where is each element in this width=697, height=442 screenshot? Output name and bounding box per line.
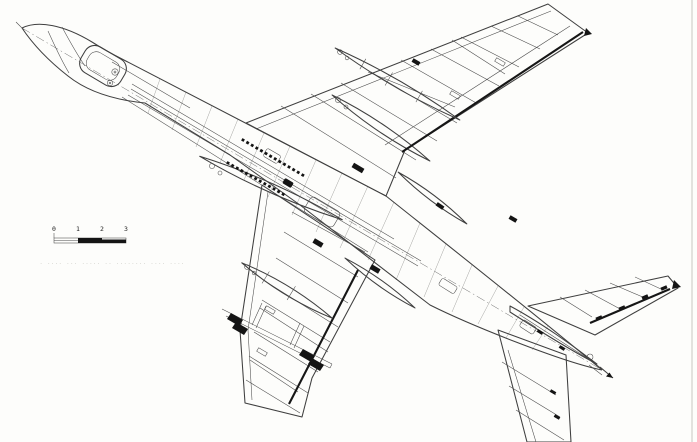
pod-nose-circle	[344, 55, 350, 61]
black-hatch-marks	[282, 58, 518, 274]
left-wing-flap-heavy-line	[288, 269, 359, 405]
left-exhaust-cone	[344, 257, 416, 309]
tailplane-hinge-mark	[595, 315, 603, 321]
wing-hatch	[494, 57, 506, 67]
tailplane-hinge-mark	[549, 389, 557, 395]
cockpit-canopy	[79, 44, 127, 88]
tail-spike-arrow	[606, 372, 613, 378]
right-wing-rib-lines	[280, 15, 559, 179]
scale-label-2: 2	[100, 225, 104, 233]
tailplane-tip-arrow	[672, 280, 681, 289]
vertical-fin-plan	[509, 305, 598, 365]
left-wing	[239, 184, 376, 418]
right-tailplane	[527, 275, 681, 336]
pod-nose-circle	[337, 49, 343, 55]
dot-row-upper	[241, 138, 305, 178]
right-nacelle-intake-circle	[343, 104, 349, 110]
pod-nose-circle	[244, 264, 250, 270]
fuselage-centerline	[21, 27, 603, 371]
right-engine-nacelle	[331, 94, 431, 162]
fuselage-frame-lines	[147, 78, 549, 351]
bomb-bay-outline	[303, 196, 341, 228]
tailplane-hinge-heavy-line	[589, 288, 671, 324]
astrodome-circle	[107, 80, 113, 86]
faint-caption-text: · ···· ··· ····· ·· ········ ···· ····	[40, 260, 185, 268]
tailplane-hinge-mark	[660, 285, 668, 291]
tailplane-hinge-mark	[553, 414, 561, 420]
fuselage-hatch	[519, 319, 537, 335]
cockpit-canopy-inner	[85, 51, 121, 81]
scale-label-0: 0	[52, 225, 56, 233]
tailplane-hinge-mark	[618, 305, 626, 311]
missile-store	[221, 302, 333, 371]
tail-turret	[586, 353, 614, 379]
wingtip-arrow-mark	[584, 28, 592, 36]
right-exhaust-cone	[397, 171, 468, 225]
wing-hatch	[449, 90, 461, 100]
left-tailplane	[497, 329, 572, 442]
fuselage-hatch	[438, 278, 458, 294]
left-tailplane-rib-lines	[501, 361, 565, 441]
left-nacelle-intake-circle	[209, 163, 215, 169]
fin-hinge-mark	[558, 345, 566, 351]
scale-bar: 0 1 2 3	[52, 225, 128, 244]
left-engine-nacelle	[199, 155, 343, 221]
astrodome-dot	[108, 81, 112, 85]
astrodome-dot	[113, 70, 117, 74]
right-gear-pod	[334, 47, 461, 121]
right-nacelle-intake-circle	[335, 97, 341, 103]
wing-hatch	[264, 305, 276, 315]
fin-hinge-mark	[536, 329, 544, 335]
scale-label-3: 3	[124, 225, 128, 233]
fuselage-stringer-lines	[111, 61, 422, 267]
astrodome-circle	[111, 68, 119, 76]
tailplane-hinge-mark	[641, 294, 649, 300]
fuselage	[15, 21, 603, 371]
left-nacelle-intake-circle	[217, 170, 223, 176]
vortex-generator-dot-rows	[226, 138, 305, 197]
wing-hatch	[256, 347, 268, 357]
right-tailplane-rib-lines	[559, 276, 664, 318]
pod-nose-circle	[251, 270, 257, 276]
dot-row-lower	[226, 161, 286, 197]
scale-label-1: 1	[76, 225, 80, 233]
left-gear-pod	[241, 262, 333, 319]
right-wing-trailing-edge-heavy-line	[401, 31, 584, 153]
fuselage-hatch	[263, 148, 281, 164]
